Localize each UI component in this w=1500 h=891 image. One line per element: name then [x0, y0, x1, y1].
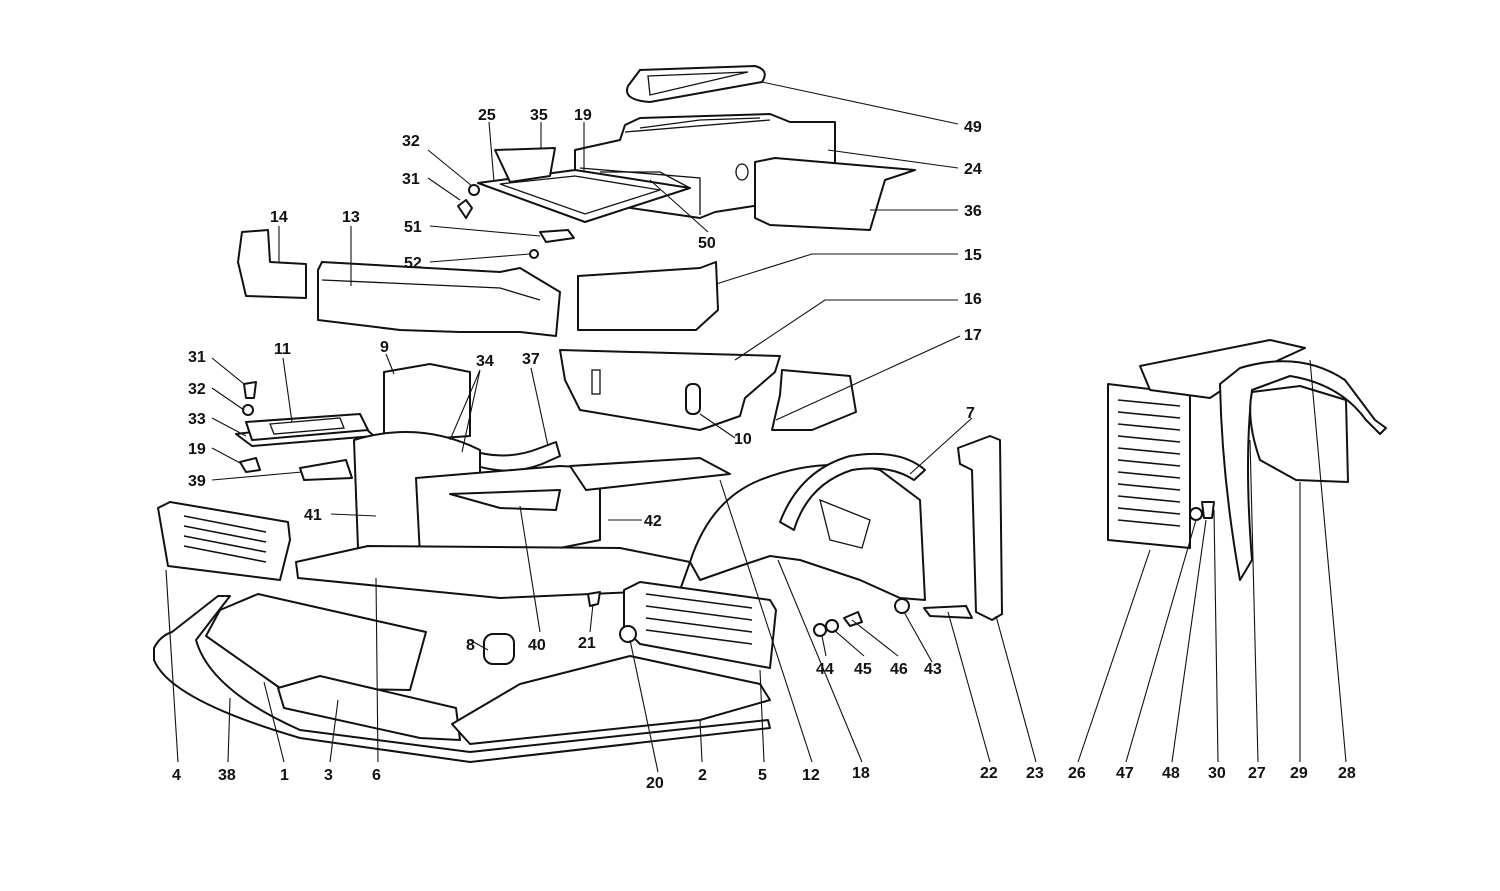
callout-44: 44 — [816, 661, 834, 678]
callout-labels: 49 25 35 19 24 32 31 36 50 51 52 14 13 1… — [172, 107, 1356, 792]
callout-42: 42 — [644, 513, 662, 530]
callout-29: 29 — [1290, 765, 1308, 782]
callout-17: 17 — [964, 327, 982, 344]
callout-52: 52 — [404, 255, 422, 272]
callout-18: 18 — [852, 765, 870, 782]
callout-27: 27 — [1248, 765, 1266, 782]
callout-1: 1 — [280, 767, 289, 784]
callout-32-left: 32 — [188, 381, 206, 398]
callout-50: 50 — [698, 235, 716, 252]
callout-5: 5 — [758, 767, 767, 784]
callout-35: 35 — [530, 107, 548, 124]
callout-24: 24 — [964, 161, 982, 178]
callout-13: 13 — [342, 209, 360, 226]
callout-32-top: 32 — [402, 133, 420, 150]
callout-31-left: 31 — [188, 349, 206, 366]
callout-14: 14 — [270, 209, 288, 226]
callout-12: 12 — [802, 767, 820, 784]
callout-19-top: 19 — [574, 107, 592, 124]
callout-4: 4 — [172, 767, 181, 784]
callout-25: 25 — [478, 107, 496, 124]
callout-22: 22 — [980, 765, 998, 782]
callout-47: 47 — [1116, 765, 1134, 782]
callout-28: 28 — [1338, 765, 1356, 782]
callout-46: 46 — [890, 661, 908, 678]
callout-9: 9 — [380, 339, 389, 356]
callout-10: 10 — [734, 431, 752, 448]
callout-23: 23 — [1026, 765, 1044, 782]
callout-3: 3 — [324, 767, 333, 784]
callout-6: 6 — [372, 767, 381, 784]
callout-43: 43 — [924, 661, 942, 678]
callout-33: 33 — [188, 411, 206, 428]
callout-34: 34 — [476, 353, 494, 370]
callout-48: 48 — [1162, 765, 1180, 782]
callout-11: 11 — [274, 341, 291, 358]
callout-41: 41 — [304, 507, 322, 524]
callout-15: 15 — [964, 247, 982, 264]
part-drawings — [153, 65, 1387, 763]
callout-20: 20 — [646, 775, 664, 792]
callout-7: 7 — [966, 405, 975, 422]
callout-2: 2 — [698, 767, 707, 784]
callout-19-left: 19 — [188, 441, 206, 458]
leader-lines — [165, 81, 1347, 773]
callout-49: 49 — [964, 119, 982, 136]
callout-36: 36 — [964, 203, 982, 220]
callout-26: 26 — [1068, 765, 1086, 782]
callout-16: 16 — [964, 291, 982, 308]
callout-30: 30 — [1208, 765, 1226, 782]
callout-31-top: 31 — [402, 171, 420, 188]
callout-45: 45 — [854, 661, 872, 678]
callout-8: 8 — [466, 637, 475, 654]
callout-38: 38 — [218, 767, 236, 784]
callout-39: 39 — [188, 473, 206, 490]
callout-51: 51 — [404, 219, 422, 236]
callout-40: 40 — [528, 637, 546, 654]
callout-37: 37 — [522, 351, 540, 368]
callout-21: 21 — [578, 635, 596, 652]
